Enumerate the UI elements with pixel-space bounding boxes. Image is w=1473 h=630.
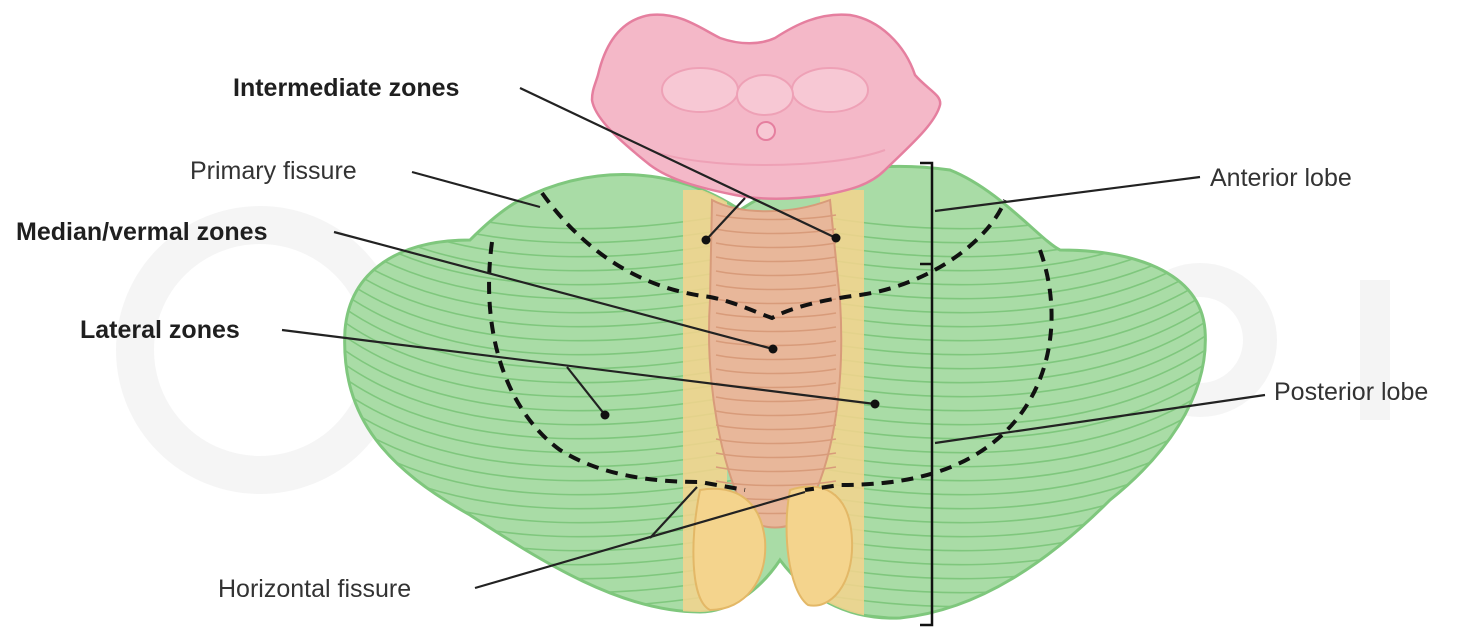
leader-primary-fissure	[412, 172, 540, 207]
label-horizontal-fissure: Horizontal fissure	[218, 577, 411, 602]
dot-lateral-left	[601, 411, 610, 420]
dot-median	[769, 345, 778, 354]
label-anterior-lobe: Anterior lobe	[1210, 166, 1352, 191]
label-intermediate-zones: Intermediate zones	[233, 76, 459, 101]
dot-lateral-right	[871, 400, 880, 409]
label-posterior-lobe: Posterior lobe	[1274, 380, 1428, 405]
dot-intermediate-right	[832, 234, 841, 243]
cerebellum	[340, 165, 1210, 630]
right-tonsil	[787, 487, 853, 606]
label-median-vermal-zones: Median/vermal zones	[16, 220, 267, 245]
label-primary-fissure: Primary fissure	[190, 159, 357, 184]
dot-intermediate-left	[702, 236, 711, 245]
label-lateral-zones: Lateral zones	[80, 318, 240, 343]
